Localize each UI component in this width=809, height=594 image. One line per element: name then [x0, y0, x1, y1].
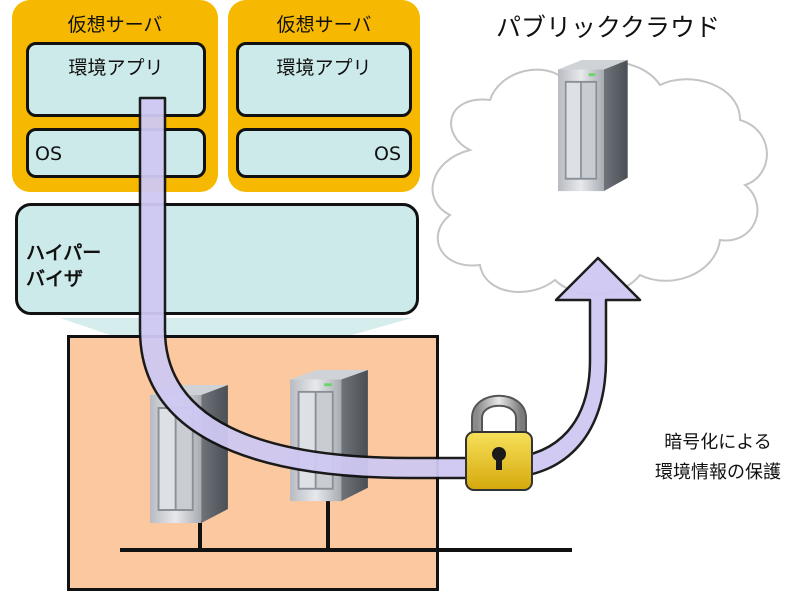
- env-app-box: 環境アプリ: [236, 42, 412, 117]
- caption-line1: 暗号化による: [664, 432, 772, 453]
- os-label: OS: [35, 143, 63, 165]
- virtual-server-2: 仮想サーバ 環境アプリ OS: [228, 0, 420, 192]
- os-box: OS: [236, 128, 412, 178]
- env-app-label: 環境アプリ: [276, 57, 372, 79]
- os-label: OS: [373, 143, 401, 165]
- hypervisor-label-line1: ハイパー: [26, 242, 102, 264]
- cloud-server-icon: [558, 60, 628, 192]
- hypervisor-box: ハイパー バイザ: [15, 203, 419, 315]
- network-line: [120, 500, 572, 552]
- padlock-icon: [465, 394, 533, 491]
- virtual-server-title: 仮想サーバ: [276, 14, 372, 36]
- env-app-box: 環境アプリ: [26, 42, 206, 117]
- env-app-label: 環境アプリ: [68, 57, 164, 79]
- cloud-title: パブリッククラウド: [496, 13, 721, 42]
- encryption-caption: 暗号化による 環境情報の保護: [628, 428, 808, 488]
- host-server-icon-2: [290, 370, 368, 502]
- virtual-server-1: 仮想サーバ 環境アプリ OS: [12, 0, 218, 192]
- hypervisor-label: ハイパー バイザ: [26, 240, 101, 292]
- migration-arrow: [138, 96, 642, 480]
- os-box: OS: [26, 128, 206, 178]
- virtual-server-title: 仮想サーバ: [67, 14, 163, 36]
- caption-line2: 環境情報の保護: [655, 462, 781, 483]
- hypervisor-label-line2: バイザ: [26, 268, 84, 290]
